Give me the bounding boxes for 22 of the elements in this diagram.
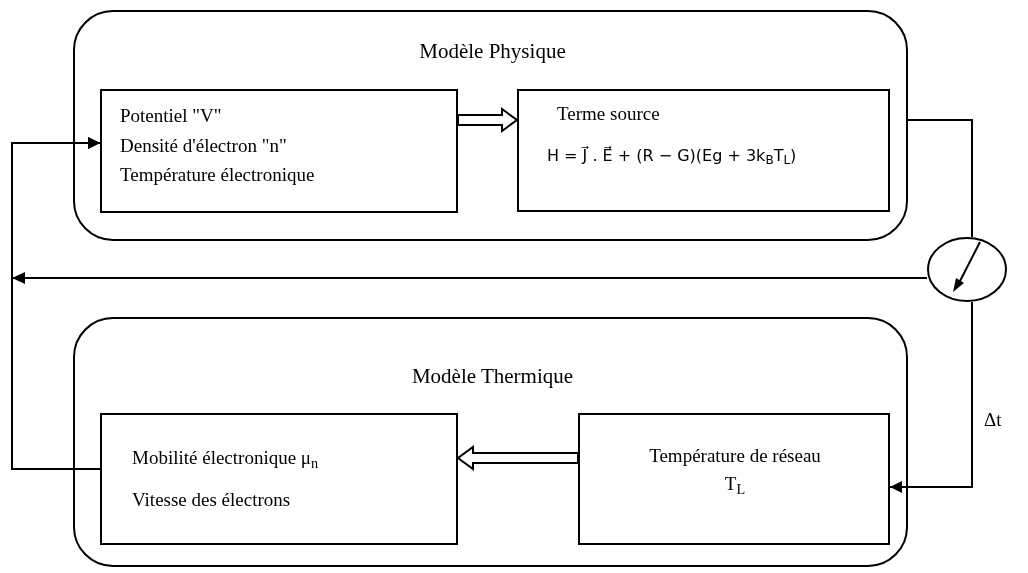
box-text: Terme source [557,102,661,126]
process-box [517,89,890,212]
formula-text: H = J⃗ . E⃗ + (R − G)(Eg + 3k$_{B}$T$_{L}$) [547,144,798,169]
connector-line [907,119,973,238]
box-text: Densité d'électron "n" [120,134,288,158]
box-text: Mobilité électronique μ$_{n}$ [132,446,320,471]
box-text: Température électronique [120,163,316,187]
process-box [578,413,890,545]
model-panel [73,317,908,567]
process-box [100,413,458,545]
box-text: Vitesse des électrons [132,488,292,512]
box-text: Température de réseau [648,444,822,468]
box-text: T$_{L}$ [723,472,747,497]
arrow [11,137,101,470]
model-panel [73,10,908,241]
arrow [889,301,973,493]
box-text: Potentiel "V" [120,104,223,128]
panel-title: Modèle Physique [418,38,567,64]
panel-title: Modèle Thermique [410,363,575,389]
hollow-arrow [456,445,579,471]
process-box [100,89,458,213]
hollow-arrow [457,107,519,133]
